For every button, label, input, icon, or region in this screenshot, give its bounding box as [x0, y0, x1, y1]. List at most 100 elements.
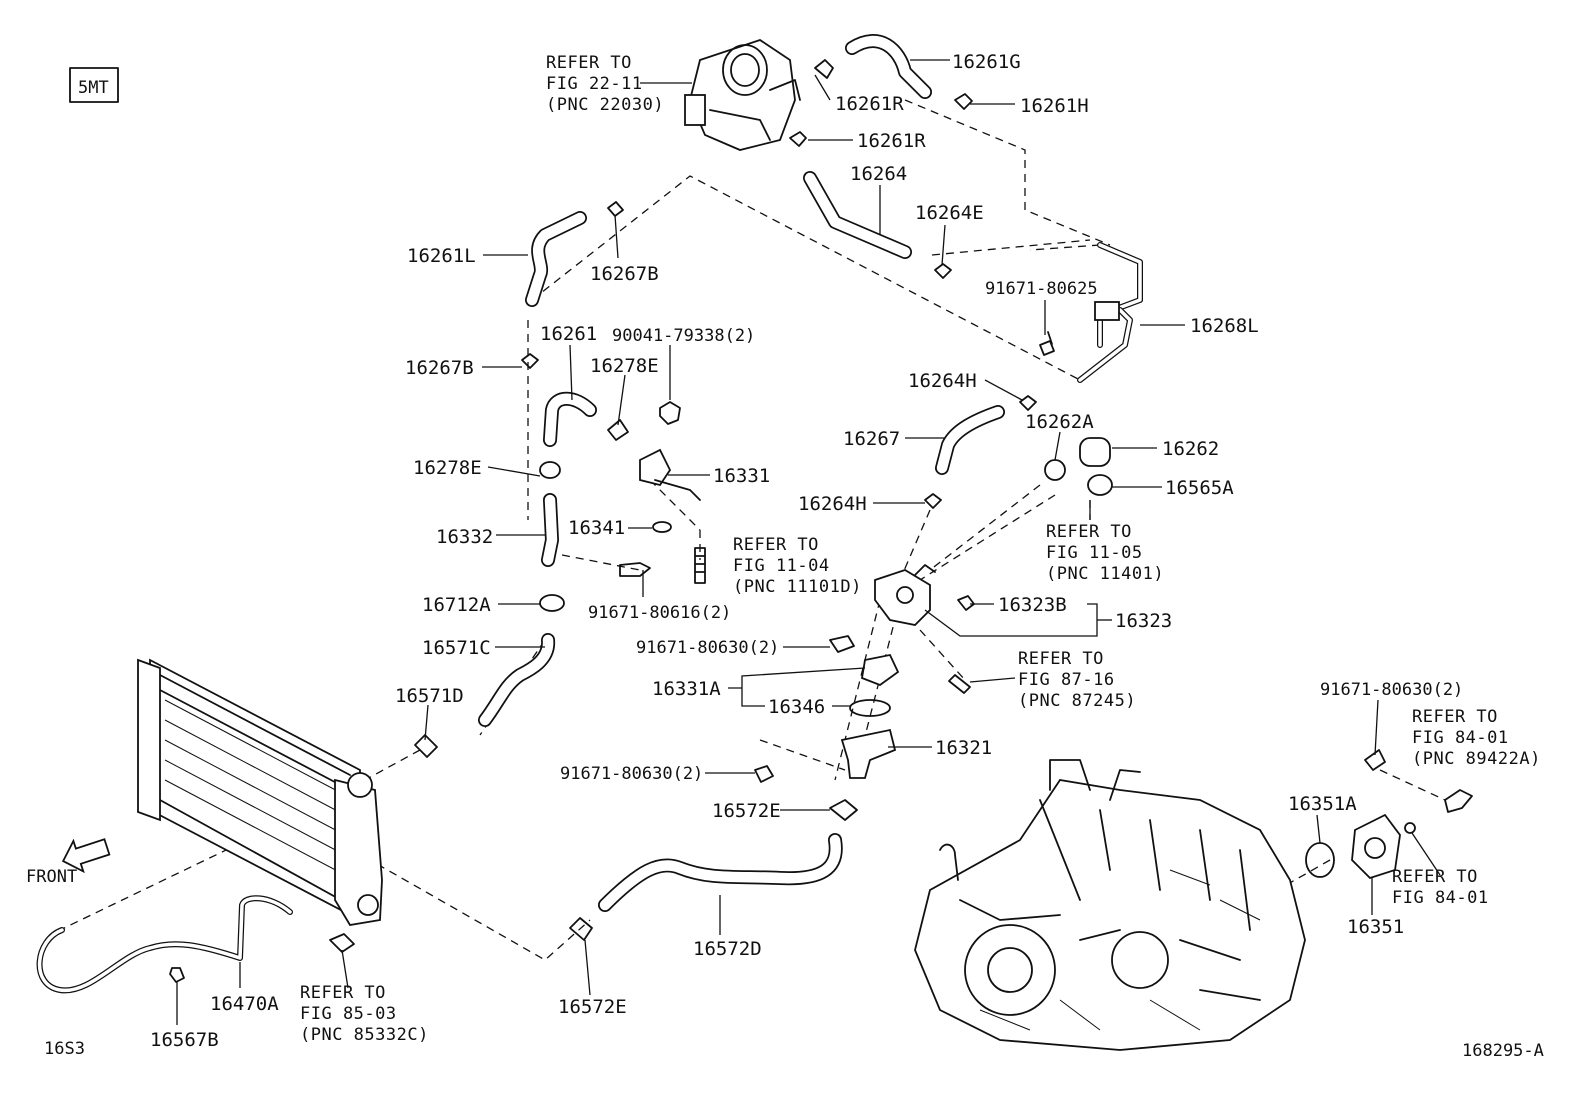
- callout-91671-80630-b: 91671-80630(2): [560, 764, 703, 784]
- ref-fig-22-11: REFER TO FIG 22-11 (PNC 22030): [546, 53, 692, 115]
- pipe-16332: [541, 493, 559, 567]
- svg-text:(PNC 11101D): (PNC 11101D): [733, 577, 862, 597]
- callout-16264H-b: 16264H: [798, 493, 867, 515]
- callout-16351A: 16351A: [1288, 793, 1357, 815]
- callout-16712A: 16712A: [422, 594, 491, 616]
- clip-16567B: [169, 967, 185, 983]
- svg-text:REFER TO: REFER TO: [1018, 649, 1104, 669]
- clamp-16572E-b: [569, 917, 593, 941]
- ref-fig-85-03: REFER TO FIG 85-03 (PNC 85332C): [300, 983, 429, 1045]
- bolt-91671-80616: [619, 562, 651, 577]
- callout-16261R-a: 16261R: [835, 93, 904, 115]
- bracket-85332C: [329, 933, 355, 953]
- callout-91671-80630-c: 91671-80630(2): [1320, 680, 1463, 700]
- hose-16267: [935, 405, 1005, 475]
- clamp-16278E-a: [607, 419, 629, 441]
- svg-text:FIG 85-03: FIG 85-03: [300, 1004, 397, 1024]
- callout-16565A: 16565A: [1165, 477, 1234, 499]
- throttle-body: [684, 39, 801, 151]
- callout-16572E-a: 16572E: [712, 800, 781, 822]
- nut-90041-79338: [659, 401, 681, 425]
- callout-16262A: 16262A: [1025, 411, 1094, 433]
- svg-text:REFER TO: REFER TO: [733, 535, 819, 555]
- gasket-16346: [849, 699, 891, 717]
- thermostat-16331A: [860, 653, 900, 687]
- hose-16262: [1079, 437, 1111, 467]
- callout-16571C: 16571C: [422, 637, 491, 659]
- callout-16567B: 16567B: [150, 1029, 219, 1051]
- svg-text:REFER TO: REFER TO: [1046, 522, 1132, 542]
- callout-16341: 16341: [568, 517, 625, 539]
- clamp-16572E-a: [829, 799, 858, 821]
- callout-16331A: 16331A: [652, 678, 721, 700]
- clamp-16264H-a: [1019, 395, 1037, 411]
- clamp-16267B-a: [607, 201, 624, 217]
- variant-label: 5MT: [78, 78, 109, 98]
- ref-fig-11-04: REFER TO FIG 11-04 (PNC 11101D): [733, 535, 862, 597]
- clamp-16267B-b: [521, 353, 539, 369]
- bolt-91671-80630-b: [754, 765, 774, 783]
- gasket-16341: [652, 521, 672, 533]
- callout-16264H-a: 16264H: [908, 370, 977, 392]
- callout-91671-80616: 91671-80616(2): [588, 603, 731, 623]
- callouts: 16261G 16261R 16261H 16261R 16264 16264E…: [150, 51, 1463, 1051]
- stud-11101D: [694, 547, 706, 584]
- front-label: FRONT: [26, 867, 77, 887]
- callout-16267B-a: 16267B: [590, 263, 659, 285]
- callout-16323: 16323: [1115, 610, 1172, 632]
- callout-16572D: 16572D: [693, 938, 762, 960]
- clamp-16261R-b: [789, 131, 807, 147]
- hose-16261G: [845, 34, 932, 99]
- callout-16261: 16261: [540, 323, 597, 345]
- svg-text:(PNC 89422A): (PNC 89422A): [1412, 749, 1541, 769]
- hose-16572D: [598, 833, 843, 912]
- hose-16264: [803, 171, 912, 259]
- ref-fig-84-01-a: REFER TO FIG 84-01 (PNC 89422A): [1412, 707, 1541, 769]
- page-code: 16S3: [44, 1039, 85, 1059]
- washer-84-01: [1404, 822, 1416, 834]
- callout-90041-79338: 90041-79338(2): [612, 326, 755, 346]
- clamp-16712A: [539, 594, 565, 612]
- sensor-87245: [948, 674, 971, 694]
- svg-text:FIG 84-01: FIG 84-01: [1412, 728, 1509, 748]
- callout-16264: 16264: [850, 163, 907, 185]
- svg-text:(PNC 22030): (PNC 22030): [546, 95, 664, 115]
- callout-16572E-b: 16572E: [558, 996, 627, 1018]
- variant-box: [69, 67, 119, 103]
- hose-16571C: [478, 633, 556, 727]
- radiator: [137, 658, 383, 926]
- svg-text:FIG 87-16: FIG 87-16: [1018, 670, 1115, 690]
- hose-16261L: [525, 211, 587, 307]
- callout-16264E: 16264E: [915, 202, 984, 224]
- svg-text:REFER TO: REFER TO: [1412, 707, 1498, 727]
- svg-text:FIG 11-05: FIG 11-05: [1046, 543, 1143, 563]
- svg-text:(PNC 85332C): (PNC 85332C): [300, 1025, 429, 1045]
- clamp-16278E-b: [539, 461, 561, 479]
- svg-text:REFER TO: REFER TO: [546, 53, 632, 73]
- callout-91671-80630-a: 91671-80630(2): [636, 638, 779, 658]
- engine-assembly: [914, 759, 1306, 1051]
- hose-16470A: [36, 895, 293, 994]
- callout-16346: 16346: [768, 696, 825, 718]
- callout-16261G: 16261G: [952, 51, 1021, 73]
- clamp-16264H-b: [924, 493, 942, 509]
- callout-16278E-b: 16278E: [413, 457, 482, 479]
- callout-16470A: 16470A: [210, 993, 279, 1015]
- water-inlet-housing-16323: [874, 564, 936, 626]
- callout-91671-80625: 91671-80625: [985, 279, 1098, 299]
- callout-16261H: 16261H: [1020, 95, 1089, 117]
- callout-16351: 16351: [1347, 916, 1404, 938]
- svg-text:REFER TO: REFER TO: [1392, 867, 1478, 887]
- callout-16268L: 16268L: [1190, 315, 1259, 337]
- figure-id: 168295-A: [1462, 1041, 1544, 1061]
- callout-16331: 16331: [713, 465, 770, 487]
- front-arrow-icon: [61, 838, 111, 874]
- bolt-91671-80625: [1039, 331, 1055, 356]
- svg-text:(PNC 87245): (PNC 87245): [1018, 691, 1136, 711]
- clamp-16261H: [954, 93, 973, 110]
- callout-16261L: 16261L: [407, 245, 476, 267]
- callout-16267: 16267: [843, 428, 900, 450]
- svg-text:FIG 11-04: FIG 11-04: [733, 556, 830, 576]
- plug-16323B: [957, 595, 975, 611]
